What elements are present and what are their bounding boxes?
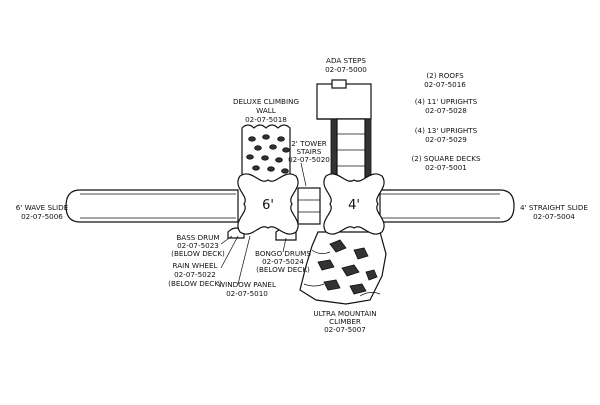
window-panel-name: WINDOW PANEL (218, 280, 276, 289)
label-tower-stairs: 2' TOWER STAIRS 02-07-5020 (288, 139, 330, 164)
rain-wheel-note: (BELOW DECK) (168, 279, 222, 288)
uprights-11-name: (4) 11' UPRIGHTS (415, 97, 478, 106)
bass-drum-name: BASS DRUM (176, 233, 219, 242)
bongo-drums-code: 02-07-5024 (262, 257, 304, 266)
straight-slide-name: 4' STRAIGHT SLIDE (520, 203, 588, 212)
straight-slide-shape (379, 189, 515, 223)
wave-slide-code: 02-07-5006 (21, 212, 63, 221)
ada-steps-code: 02-07-5000 (325, 65, 367, 74)
label-wave-slide: 6' WAVE SLIDE 02-07-5006 (16, 203, 69, 221)
ada-steps-name: ADA STEPS (326, 56, 366, 65)
roofs-name: (2) ROOFS (426, 71, 464, 80)
label-mountain-climber: ULTRA MOUNTAIN CLIMBER 02-07-5007 (313, 309, 376, 334)
uprights-11-code: 02-07-5028 (425, 106, 467, 115)
mountain-climber-code: 02-07-5007 (324, 325, 366, 334)
tower-stairs-code: 02-07-5020 (288, 155, 330, 164)
uprights-13-code: 02-07-5029 (425, 135, 467, 144)
mountain-climber-name-1: ULTRA MOUNTAIN (313, 309, 376, 318)
square-decks-name: (2) SQUARE DECKS (411, 154, 480, 163)
label-bongo-drums: BONGO DRUMS 02-07-5024 (BELOW DECK) (255, 249, 311, 274)
label-ada-steps: ADA STEPS 02-07-5000 (325, 56, 367, 74)
wave-slide-shape (65, 189, 239, 223)
deck-6ft-label: 6' (262, 198, 274, 213)
label-bass-drum: BASS DRUM 02-07-5023 (BELOW DECK) (171, 233, 225, 258)
rain-wheel-code: 02-07-5022 (174, 270, 216, 279)
label-climbing-wall: DELUXE CLIMBING WALL 02-07-5018 (233, 97, 299, 124)
ada-steps-shape (316, 79, 372, 182)
straight-slide-code: 02-07-5004 (533, 212, 575, 221)
uprights-13-name: (4) 13' UPRIGHTS (415, 126, 478, 135)
climbing-wall-code: 02-07-5018 (245, 115, 287, 124)
square-decks-code: 02-07-5001 (425, 163, 467, 172)
climbing-wall-shape (241, 124, 291, 183)
parts-list: (2) ROOFS 02-07-5016 (4) 11' UPRIGHTS 02… (411, 71, 480, 172)
bass-drum-note: (BELOW DECK) (171, 249, 225, 258)
deck-6ft: 6' (237, 173, 299, 235)
label-straight-slide: 4' STRAIGHT SLIDE 02-07-5004 (520, 203, 588, 221)
bongo-drums-name: BONGO DRUMS (255, 249, 311, 258)
bongo-drums-note: (BELOW DECK) (256, 265, 310, 274)
tower-stairs-name-1: 2' TOWER (291, 139, 327, 148)
window-panel-code: 02-07-5010 (226, 289, 268, 298)
mountain-climber-name-2: CLIMBER (329, 317, 361, 326)
mountain-climber-shape (299, 231, 387, 305)
tower-stairs-shape (297, 187, 321, 225)
tower-stairs-name-2: STAIRS (297, 147, 322, 156)
bass-drum-code: 02-07-5023 (177, 241, 219, 250)
roofs-code: 02-07-5016 (424, 80, 466, 89)
rain-wheel-name: RAIN WHEEL (173, 261, 218, 270)
wave-slide-name: 6' WAVE SLIDE (16, 203, 69, 212)
deck-4ft: 4' (323, 173, 385, 235)
climbing-wall-name-1: DELUXE CLIMBING (233, 97, 299, 106)
label-window-panel: WINDOW PANEL 02-07-5010 (218, 280, 276, 298)
deck-4ft-label: 4' (348, 198, 360, 213)
leader-lines (220, 162, 307, 285)
climbing-wall-name-2: WALL (256, 106, 276, 115)
label-rain-wheel: RAIN WHEEL 02-07-5022 (BELOW DECK) (168, 261, 222, 288)
